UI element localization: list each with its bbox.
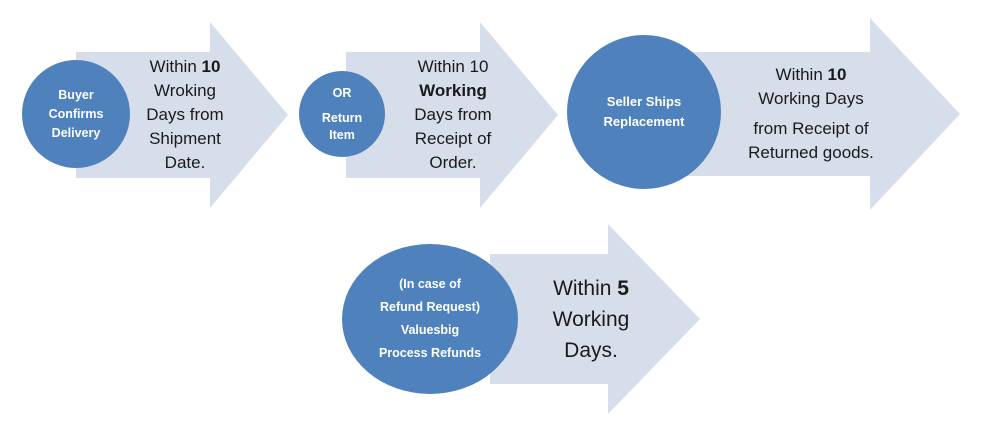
- step-description: Within 5 Working Days.: [532, 264, 650, 374]
- step-circle: (In case of Refund Request) Valuesbig Pr…: [342, 244, 518, 394]
- circle-line: Return: [321, 110, 363, 125]
- step-description: Within 10 Working Days from Receipt of R…: [726, 56, 896, 172]
- step-circle: Seller Ships Replacement: [567, 35, 721, 189]
- step-description: Within 10 Working Days from Receipt of O…: [392, 50, 514, 180]
- step-return-item: OR Return Item Within 10 Working Days fr…: [296, 22, 560, 208]
- desc-line: Days.: [564, 338, 618, 362]
- desc-line: Within 10: [149, 57, 221, 76]
- circle-line: OR: [332, 85, 352, 100]
- step-description: Within 10 Wroking Days from Shipment Dat…: [126, 50, 244, 180]
- circle-line: Buyer: [58, 87, 94, 102]
- circle-line: Delivery: [51, 125, 101, 140]
- desc-line: Within 5: [553, 276, 629, 300]
- circle-line: Confirms: [48, 106, 104, 121]
- desc-line: Date.: [164, 153, 206, 172]
- step-circle: OR Return Item: [299, 71, 385, 157]
- circle-line: Seller Ships: [606, 94, 682, 109]
- step-process-refunds: (In case of Refund Request) Valuesbig Pr…: [340, 224, 702, 414]
- desc-line: Working Days: [758, 89, 864, 108]
- circle-line: Item: [329, 127, 355, 142]
- step-circle: Buyer Confirms Delivery: [22, 60, 130, 168]
- desc-line: Working: [552, 307, 630, 331]
- step-buyer-confirms: Buyer Confirms Delivery Within 10 Wrokin…: [20, 22, 290, 208]
- circle-line: Refund Request): [380, 300, 480, 314]
- circle-line: (In case of: [399, 277, 461, 291]
- circle-line: Process Refunds: [378, 346, 482, 360]
- arrow-shape: [490, 224, 700, 414]
- circle-line: Valuesbig: [400, 323, 460, 337]
- desc-line: Within 10: [417, 57, 489, 76]
- desc-line: Receipt of: [414, 129, 492, 148]
- arrow-shape: [346, 22, 558, 208]
- circle-line: Replacement: [603, 114, 685, 129]
- desc-line: Shipment: [149, 129, 221, 148]
- arrow-shape: [76, 22, 288, 208]
- desc-line: Days from: [414, 105, 492, 124]
- desc-line: Returned goods.: [748, 143, 874, 162]
- desc-line: Working: [419, 81, 487, 100]
- step-seller-ships: Seller Ships Replacement Within 10 Worki…: [566, 18, 962, 210]
- desc-line: Days from: [146, 105, 224, 124]
- desc-line: from Receipt of: [753, 119, 869, 138]
- desc-line: Wroking: [153, 81, 217, 100]
- arrow-shape: [626, 18, 960, 210]
- desc-line: Within 10: [775, 65, 847, 84]
- desc-line: Order.: [429, 153, 477, 172]
